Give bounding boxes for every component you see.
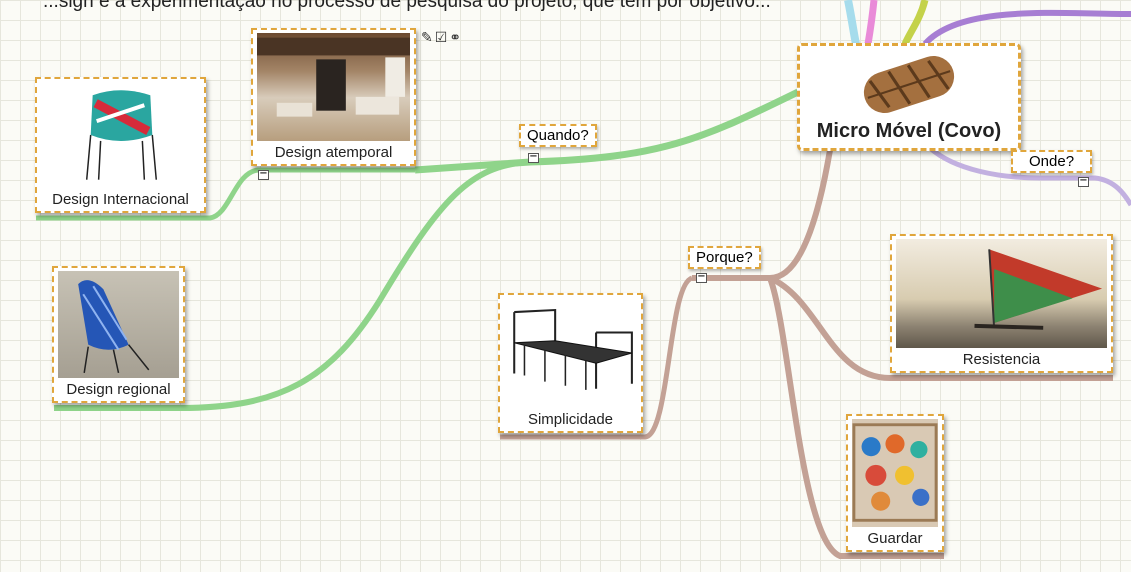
node-toolbar: ✎ ☑ ⚭: [421, 30, 461, 46]
node-label: Guardar: [867, 530, 923, 547]
collapse-toggle-onde[interactable]: −: [1078, 175, 1089, 187]
node-design-regional[interactable]: Design regional: [52, 266, 185, 403]
node-quando[interactable]: Quando?: [519, 124, 597, 147]
branch-guardar: [767, 276, 944, 559]
chair-image: [41, 82, 200, 188]
branch-simplicidade: [500, 275, 694, 440]
branch-olive: [901, 0, 929, 46]
storage-balls-image: [852, 419, 938, 527]
node-resistencia[interactable]: Resistencia: [890, 234, 1113, 373]
node-label: Design regional: [66, 381, 171, 398]
edit-icon[interactable]: ☑: [434, 30, 448, 46]
chair-image: [58, 271, 179, 378]
node-guardar[interactable]: Guardar: [846, 414, 944, 552]
branch-atemporal: [36, 167, 415, 221]
central-node[interactable]: Micro Móvel (Covo): [797, 43, 1021, 151]
header-text: ...sign e a experimentação no processo d…: [43, 0, 771, 12]
node-design-atemporal[interactable]: Design atemporal: [251, 28, 416, 166]
collapse-toggle-porque[interactable]: −: [696, 271, 707, 283]
node-label: Simplicidade: [527, 411, 614, 428]
branch-cyan: [844, 0, 860, 45]
bed-image: [504, 298, 637, 408]
sailboat-image: [896, 239, 1107, 348]
node-design-internacional[interactable]: Design Internacional: [35, 77, 206, 213]
branch-resistencia: [768, 275, 1113, 381]
branch-pink: [864, 0, 878, 45]
living-room-image: [257, 33, 410, 141]
collapse-toggle-atemporal[interactable]: −: [258, 168, 269, 180]
link-icon[interactable]: ⚭: [449, 30, 462, 46]
paperclip-icon[interactable]: ✎: [421, 30, 433, 46]
branch-quando: [414, 88, 800, 174]
node-label: Micro Móvel (Covo): [816, 120, 1002, 142]
covo-image: [806, 52, 1012, 117]
branch-regional: [54, 159, 531, 411]
node-label: Design Internacional: [52, 191, 189, 208]
node-label: Design atemporal: [274, 144, 393, 161]
node-porque[interactable]: Porque?: [688, 246, 761, 269]
node-onde[interactable]: Onde?: [1011, 150, 1093, 173]
branch-violet: [922, 9, 1131, 47]
collapse-toggle-quando[interactable]: −: [528, 151, 539, 163]
node-simplicidade[interactable]: Simplicidade: [498, 293, 643, 433]
branch-onde: [928, 146, 1131, 207]
node-label: Resistencia: [962, 351, 1041, 368]
